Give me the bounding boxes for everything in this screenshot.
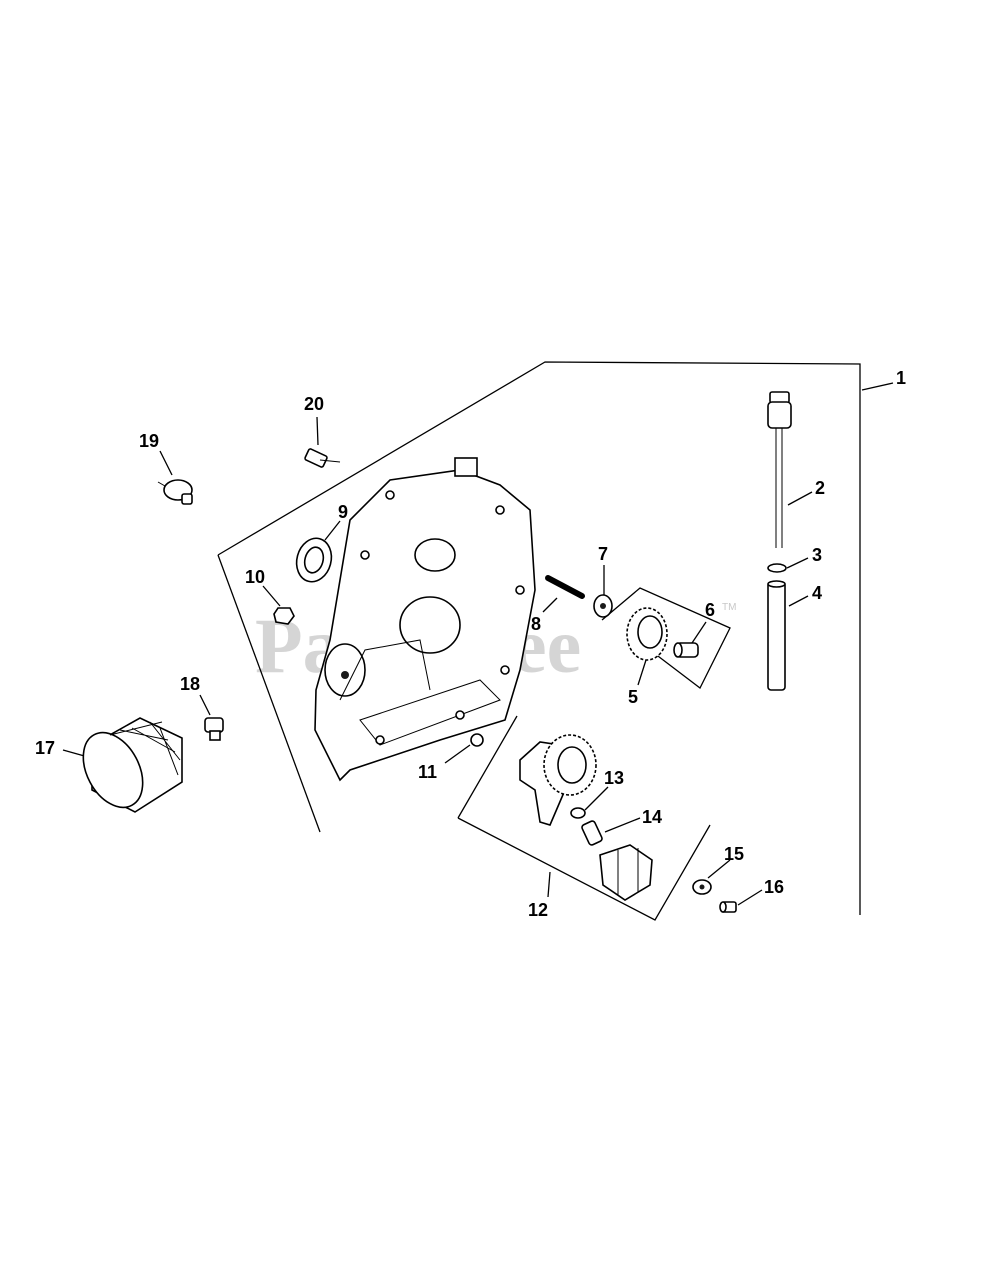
callout-14[interactable]: 14: [642, 807, 662, 827]
callout-labels: 1 2 3 4 5 6 7 8 9 10 11 12 13 14 15 16 1…: [35, 368, 906, 920]
drain-plug-part: [204, 717, 224, 741]
oil-seal-part: [295, 537, 333, 583]
callout-13[interactable]: 13: [604, 768, 624, 788]
oil-pump-part: [519, 734, 597, 826]
callout-8[interactable]: 8: [531, 614, 541, 634]
assembly-brackets: [217, 361, 861, 921]
fitting-part: [581, 820, 603, 846]
washer-part: [593, 594, 613, 618]
bolt-part: [304, 448, 341, 468]
callout-19[interactable]: 19: [139, 431, 159, 451]
pump-o-ring-part: [570, 807, 586, 819]
pump-outlet-part: [599, 844, 653, 901]
dipstick-tube-part: [767, 580, 786, 691]
nut-part: [273, 607, 295, 625]
callout-18[interactable]: 18: [180, 674, 200, 694]
pin-part: [545, 575, 585, 599]
callout-16[interactable]: 16: [764, 877, 784, 897]
gear-part: [626, 607, 668, 661]
oil-filter-part: [82, 717, 183, 813]
callout-12[interactable]: 12: [528, 900, 548, 920]
callout-10[interactable]: 10: [245, 567, 265, 587]
oil-sensor-part: [157, 479, 193, 505]
callout-9[interactable]: 9: [338, 502, 348, 522]
callout-5[interactable]: 5: [628, 687, 638, 707]
callout-6[interactable]: 6: [705, 600, 715, 620]
screw-part: [719, 901, 737, 913]
svg-text:TM: TM: [722, 602, 736, 613]
callout-2[interactable]: 2: [815, 478, 825, 498]
callout-11[interactable]: 11: [418, 762, 437, 782]
callout-1[interactable]: 1: [896, 368, 906, 388]
callout-4[interactable]: 4: [812, 583, 822, 603]
shaft-part: [673, 642, 699, 658]
small-washer-part: [692, 879, 712, 895]
callout-15[interactable]: 15: [724, 844, 744, 864]
callout-7[interactable]: 7: [598, 544, 608, 564]
callout-17[interactable]: 17: [35, 738, 55, 758]
crankcase-cover-part: [314, 457, 536, 782]
o-ring-part: [767, 563, 787, 573]
dipstick-part: [767, 391, 792, 548]
callout-3[interactable]: 3: [812, 545, 822, 565]
leader-lines: [62, 382, 894, 906]
callout-20[interactable]: 20: [304, 394, 324, 414]
small-o-ring-part: [470, 733, 484, 747]
